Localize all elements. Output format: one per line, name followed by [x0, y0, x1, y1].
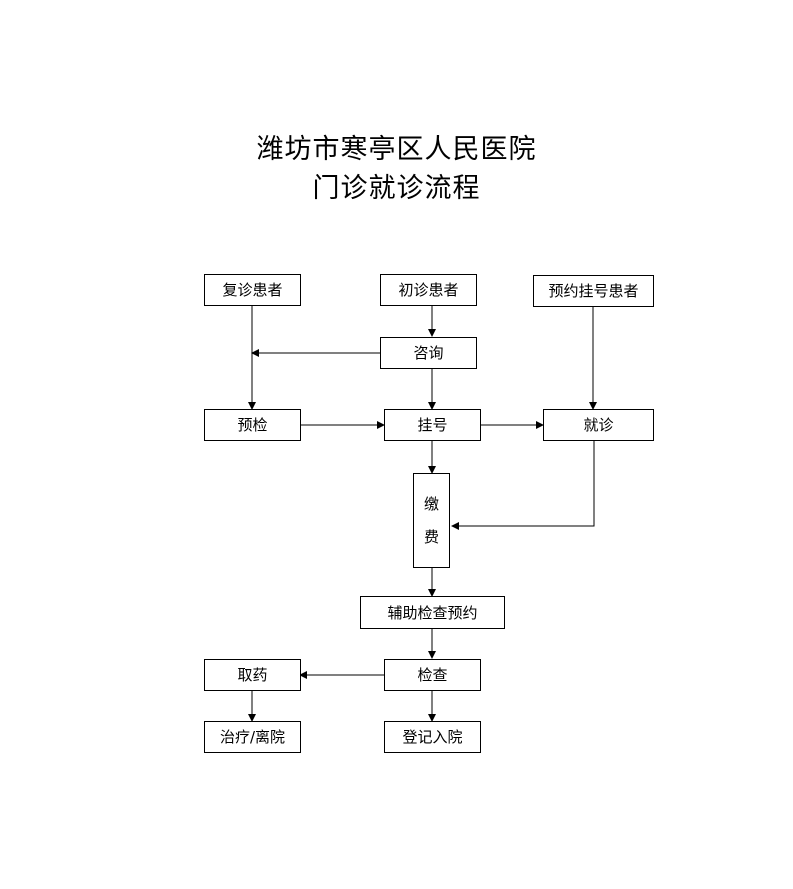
node-follow-up-patient: 复诊患者 [204, 274, 301, 306]
node-visit-doctor: 就诊 [543, 409, 654, 441]
edge-visit-to-payment [451, 441, 595, 530]
node-consultation: 咨询 [380, 337, 477, 369]
node-pre-check: 预检 [204, 409, 301, 441]
node-admission: 登记入院 [384, 721, 481, 753]
node-first-visit-patient: 初诊患者 [380, 274, 477, 306]
node-get-medicine: 取药 [204, 659, 301, 691]
node-aux-exam-appointment: 辅助检查预约 [360, 596, 505, 629]
node-appointment-patient: 预约挂号患者 [533, 275, 654, 307]
node-examination: 检查 [384, 659, 481, 691]
node-treatment-discharge: 治疗/离院 [204, 721, 301, 753]
node-payment-char-1: 缴 [423, 495, 439, 513]
node-payment: 缴 费 [413, 473, 450, 568]
page-title-line-2: 门诊就诊流程 [312, 173, 481, 204]
node-payment-char-2: 费 [423, 528, 439, 546]
node-registration: 挂号 [384, 409, 481, 441]
page-title-line-1: 潍坊市寒亭区人民医院 [256, 134, 537, 165]
